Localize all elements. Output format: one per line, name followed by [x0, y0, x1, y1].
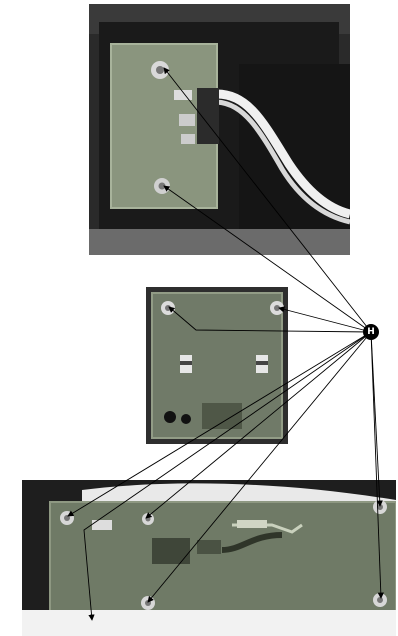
- leader-line-mid-2: [278, 306, 372, 333]
- callout-label-h: H: [363, 324, 379, 340]
- photo-middle-board: [146, 287, 288, 444]
- photo-bottom-board: [22, 480, 396, 636]
- photo-top-board: [89, 4, 350, 255]
